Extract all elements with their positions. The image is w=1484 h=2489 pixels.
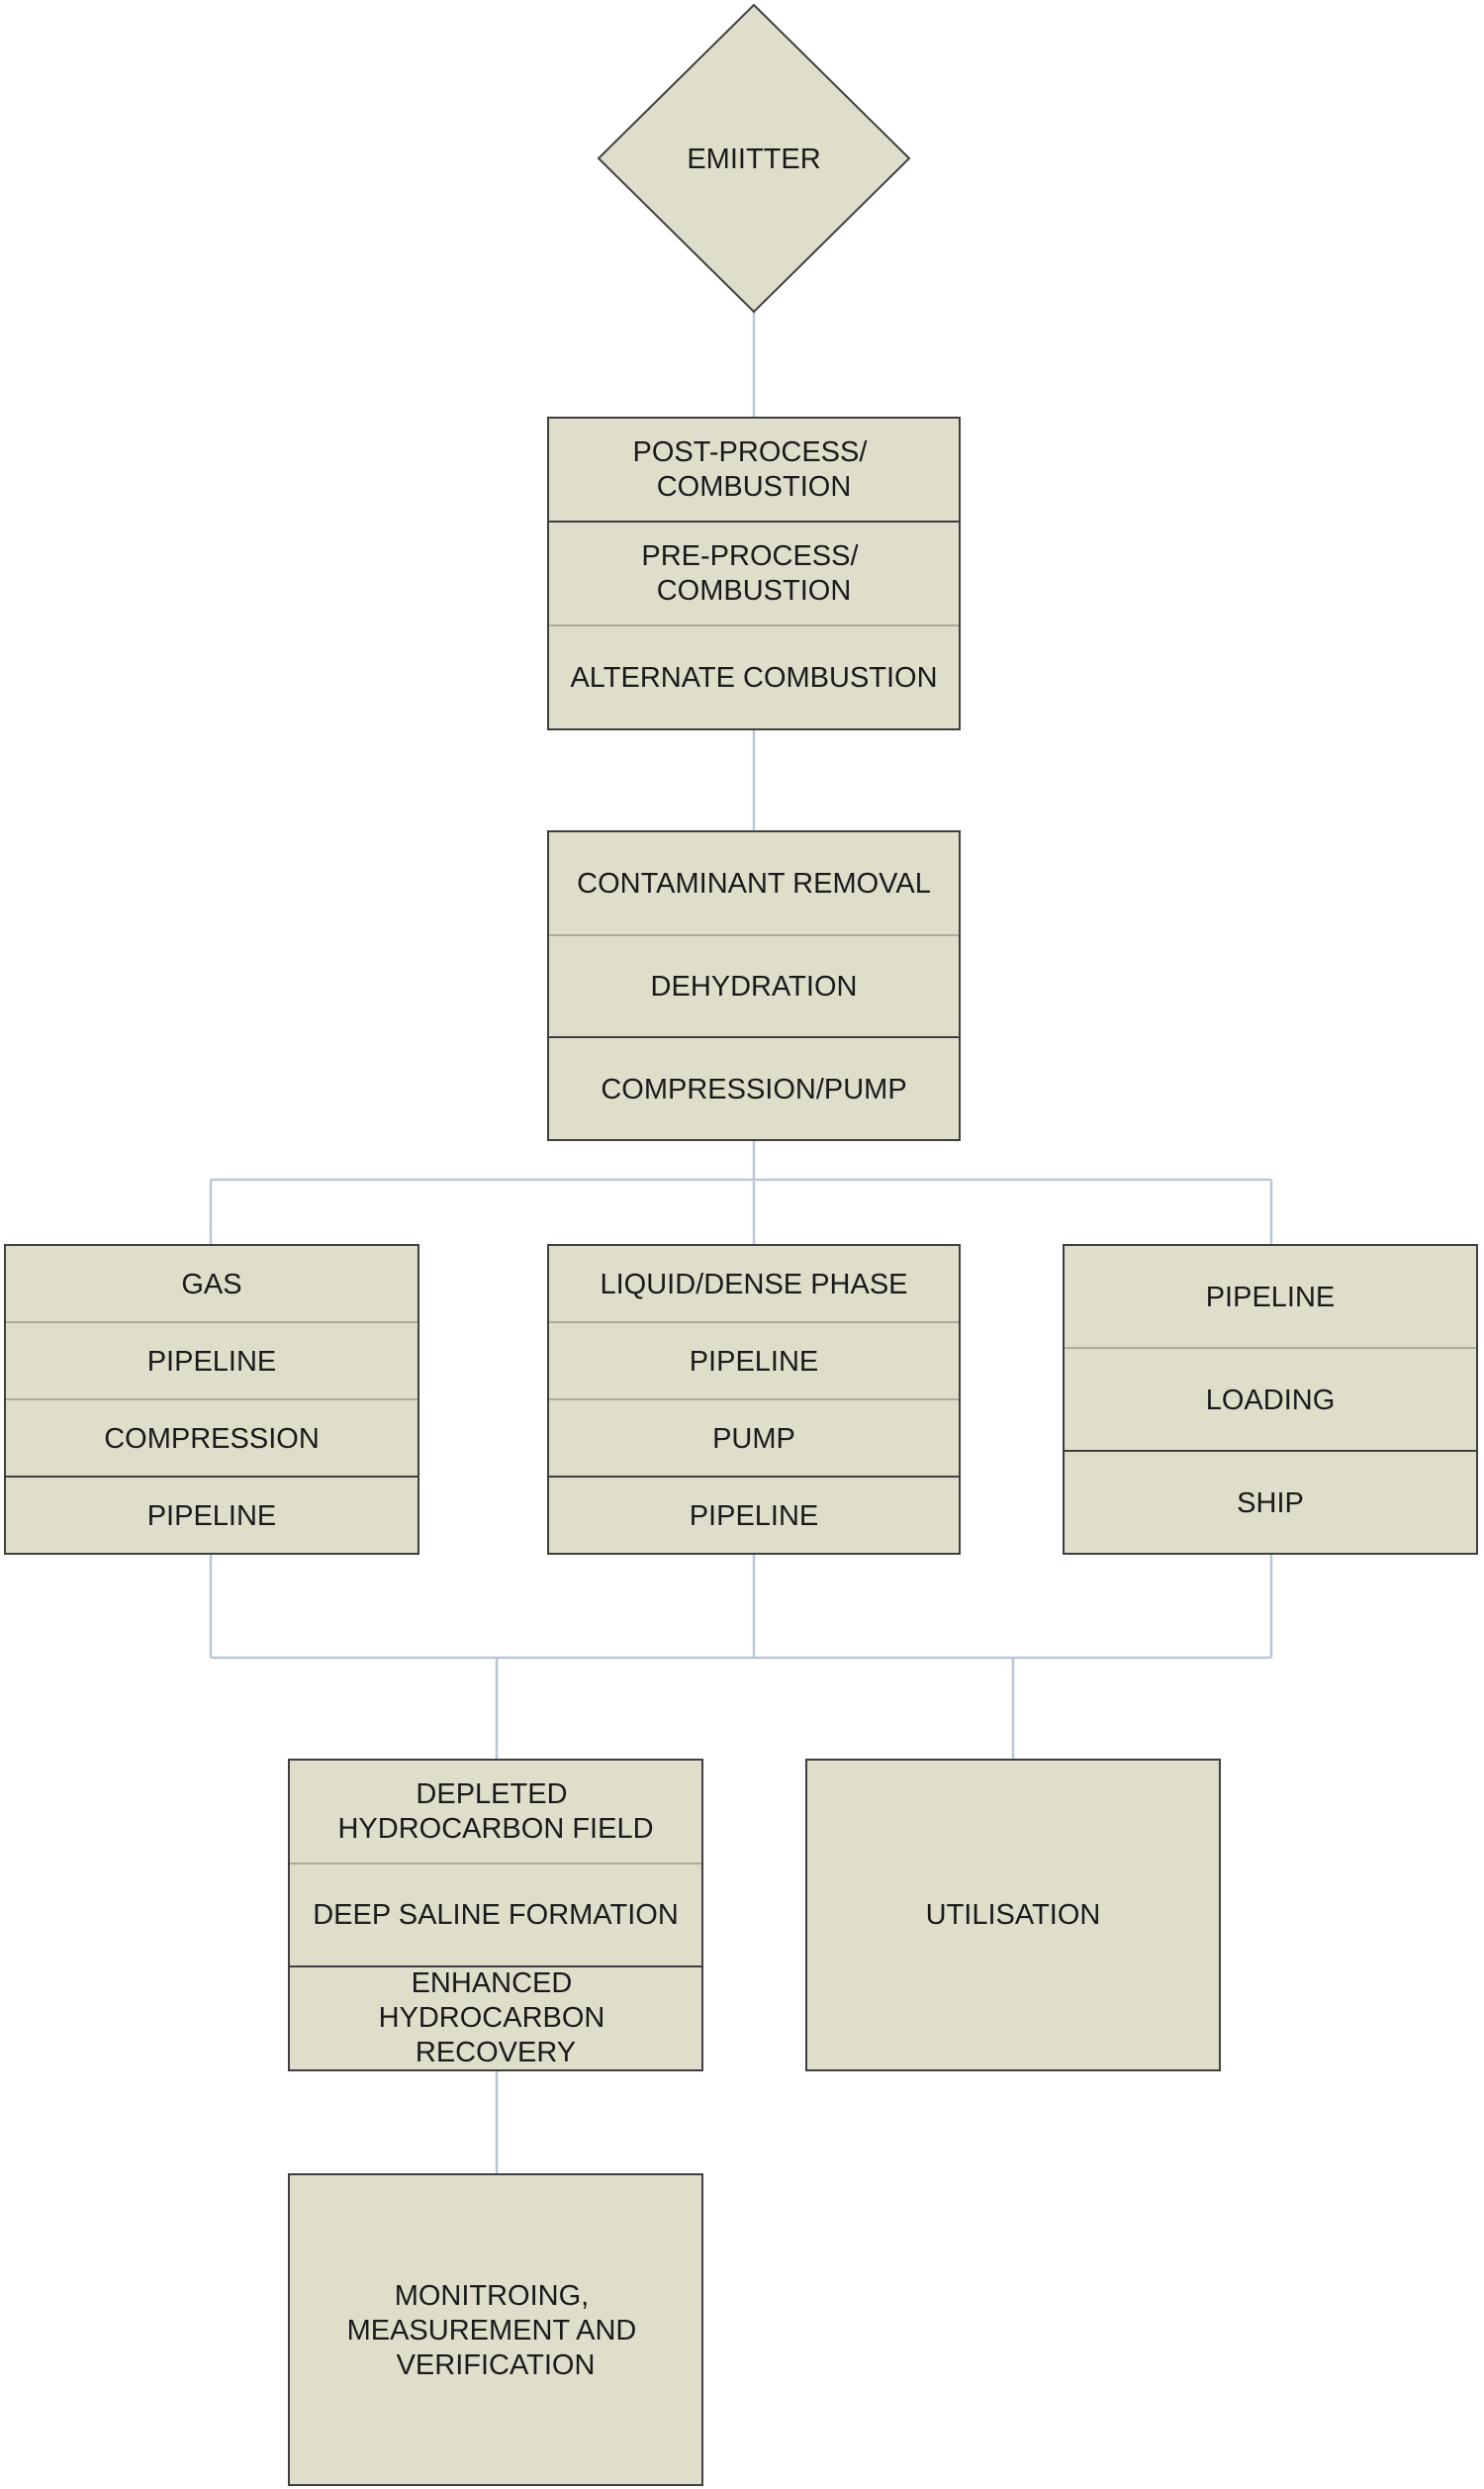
gas-row-compression: COMPRESSION <box>104 1423 320 1455</box>
emitter-node: EMIITTER <box>597 3 911 314</box>
conditioning-row-compression: COMPRESSION/PUMP <box>601 1074 906 1105</box>
transport-ship-box: PIPELINE LOADING SHIP <box>1063 1244 1478 1555</box>
transport-gas-box: GAS PIPELINE COMPRESSION PIPELINE <box>4 1244 419 1555</box>
emitter-label: EMIITTER <box>687 144 820 175</box>
liquid-row-pump: PUMP <box>712 1423 795 1455</box>
gas-row-gas: GAS <box>181 1269 241 1300</box>
capture-box: POST-PROCESS/ COMBUSTION PRE-PROCESS/ CO… <box>547 417 961 730</box>
mmv-label: MONITROING, MEASUREMENT AND VERIFICATION <box>347 2280 645 2381</box>
capture-row-alternate: ALTERNATE COMBUSTION <box>570 662 937 694</box>
liquid-row-pipeline-2: PIPELINE <box>690 1500 819 1532</box>
storage-row-saline: DEEP SALINE FORMATION <box>313 1899 679 1931</box>
storage-row-enhanced-recovery: ENHANCED HYDROCARBON RECOVERY <box>379 1967 613 2068</box>
transport-liquid-box: LIQUID/DENSE PHASE PIPELINE PUMP PIPELIN… <box>547 1244 961 1555</box>
gas-row-pipeline-2: PIPELINE <box>147 1500 277 1532</box>
conditioning-row-dehydration: DEHYDRATION <box>651 971 858 1003</box>
gas-row-pipeline-1: PIPELINE <box>147 1346 277 1378</box>
capture-row-pre-process: PRE-PROCESS/ COMBUSTION <box>641 540 866 607</box>
conditioning-box: CONTAMINANT REMOVAL DEHYDRATION COMPRESS… <box>547 830 961 1141</box>
storage-box: DEPLETED HYDROCARBON FIELD DEEP SALINE F… <box>288 1759 703 2071</box>
conditioning-row-contaminant: CONTAMINANT REMOVAL <box>577 868 931 900</box>
utilisation-label: UTILISATION <box>926 1899 1101 1931</box>
ship-row-ship: SHIP <box>1237 1487 1304 1519</box>
ship-row-pipeline: PIPELINE <box>1206 1282 1336 1313</box>
capture-row-post-process: POST-PROCESS/ COMBUSTION <box>633 436 876 503</box>
utilisation-box: UTILISATION <box>805 1759 1221 2071</box>
liquid-row-dense-phase: LIQUID/DENSE PHASE <box>600 1269 907 1300</box>
connectors <box>209 312 1273 2174</box>
liquid-row-pipeline-1: PIPELINE <box>690 1346 819 1378</box>
ship-row-loading: LOADING <box>1206 1385 1336 1416</box>
storage-row-depleted: DEPLETED HYDROCARBON FIELD <box>337 1778 653 1845</box>
mmv-box: MONITROING, MEASUREMENT AND VERIFICATION <box>288 2173 703 2486</box>
